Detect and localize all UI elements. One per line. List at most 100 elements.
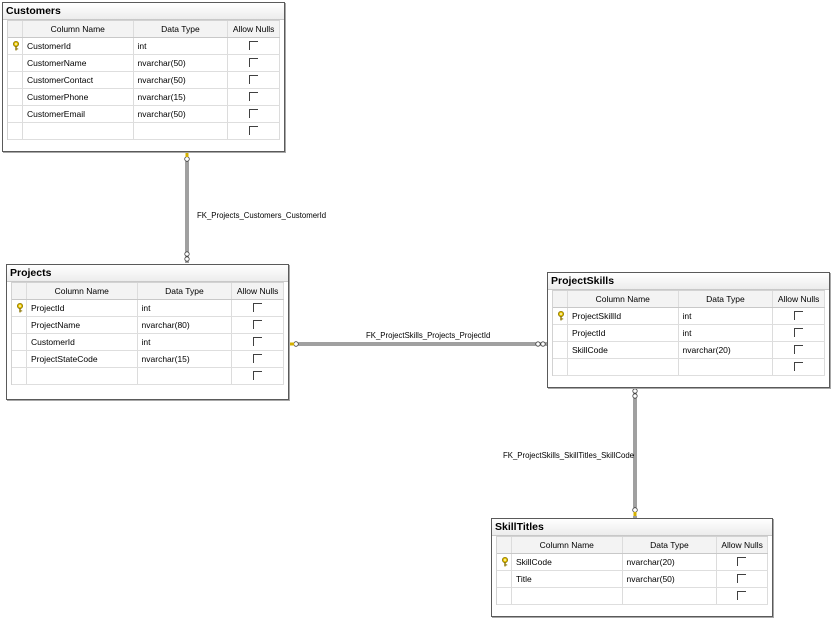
table-title[interactable]: ProjectSkills [548, 273, 829, 290]
row-selector[interactable] [12, 300, 27, 316]
relationship-line-fk2[interactable] [289, 341, 548, 347]
empty-column-row[interactable] [12, 368, 284, 385]
data-type-cell[interactable]: int [138, 334, 233, 350]
column-name-cell[interactable]: ProjectName [27, 317, 138, 333]
row-selector[interactable] [8, 106, 23, 122]
data-type-cell[interactable]: nvarchar(20) [623, 554, 718, 570]
data-type-cell[interactable]: nvarchar(50) [623, 571, 718, 587]
column-name-cell[interactable]: CustomerName [23, 55, 134, 71]
row-selector[interactable] [497, 571, 512, 587]
empty-column-row[interactable] [8, 123, 280, 140]
data-type-cell[interactable]: int [138, 300, 233, 316]
data-type-cell[interactable]: nvarchar(20) [679, 342, 774, 358]
row-selector[interactable] [12, 317, 27, 333]
column-name-cell[interactable] [23, 123, 134, 139]
row-selector[interactable] [8, 55, 23, 71]
column-name-cell[interactable] [512, 588, 623, 604]
data-type-cell[interactable]: nvarchar(15) [138, 351, 233, 367]
column-name-cell[interactable]: ProjectId [568, 325, 679, 341]
column-name-cell[interactable]: ProjectId [27, 300, 138, 316]
data-type-cell[interactable] [679, 359, 774, 375]
table-customers[interactable]: Customers Column Name Data Type Allow Nu… [2, 2, 285, 152]
allow-nulls-checkbox[interactable] [252, 320, 262, 329]
allow-nulls-checkbox[interactable] [793, 362, 803, 371]
row-selector[interactable] [12, 334, 27, 350]
relationship-line-fk1[interactable] [184, 152, 190, 263]
column-name-cell[interactable] [568, 359, 679, 375]
allow-nulls-checkbox[interactable] [252, 303, 262, 312]
empty-column-row[interactable] [497, 588, 769, 605]
column-name-cell[interactable]: ProjectStateCode [27, 351, 138, 367]
table-projects[interactable]: Projects Column Name Data Type Allow Nul… [6, 264, 289, 400]
row-selector[interactable] [8, 38, 23, 54]
table-projectskills[interactable]: ProjectSkills Column Name Data Type Allo… [547, 272, 830, 388]
allow-nulls-checkbox[interactable] [248, 41, 258, 50]
row-selector[interactable] [8, 89, 23, 105]
allow-nulls-checkbox[interactable] [793, 328, 803, 337]
column-name-cell[interactable]: Title [512, 571, 623, 587]
data-type-cell[interactable]: int [134, 38, 229, 54]
relationship-line-fk3[interactable] [632, 388, 638, 518]
row-selector[interactable] [497, 588, 512, 604]
allow-nulls-checkbox[interactable] [252, 354, 262, 363]
row-selector[interactable] [553, 342, 568, 358]
data-type-cell[interactable]: nvarchar(50) [134, 72, 229, 88]
table-title[interactable]: SkillTitles [492, 519, 772, 536]
column-name-cell[interactable] [27, 368, 138, 384]
allow-nulls-checkbox[interactable] [793, 311, 803, 320]
allow-nulls-checkbox[interactable] [248, 58, 258, 67]
allow-nulls-checkbox[interactable] [737, 557, 747, 566]
table-title[interactable]: Customers [3, 3, 284, 20]
allow-nulls-checkbox[interactable] [793, 345, 803, 354]
data-type-cell[interactable]: nvarchar(50) [134, 55, 229, 71]
allow-nulls-checkbox[interactable] [252, 337, 262, 346]
data-type-cell[interactable] [134, 123, 229, 139]
allow-nulls-checkbox[interactable] [248, 75, 258, 84]
column-name-cell[interactable]: ProjectSkillId [568, 308, 679, 324]
column-name-cell[interactable]: CustomerPhone [23, 89, 134, 105]
data-type-cell[interactable] [623, 588, 718, 604]
row-selector[interactable] [8, 72, 23, 88]
row-selector[interactable] [553, 308, 568, 324]
row-selector[interactable] [8, 123, 23, 139]
column-name-cell[interactable]: SkillCode [568, 342, 679, 358]
allow-nulls-checkbox[interactable] [737, 574, 747, 583]
row-selector[interactable] [12, 351, 27, 367]
row-selector[interactable] [497, 554, 512, 570]
row-selector[interactable] [553, 325, 568, 341]
column-name-cell[interactable]: CustomerContact [23, 72, 134, 88]
data-type-cell[interactable]: int [679, 308, 774, 324]
table-title[interactable]: Projects [7, 265, 288, 282]
allow-nulls-checkbox[interactable] [248, 126, 258, 135]
data-type-cell[interactable]: nvarchar(50) [134, 106, 229, 122]
column-name-cell[interactable]: CustomerEmail [23, 106, 134, 122]
allow-nulls-checkbox[interactable] [252, 371, 262, 380]
column-name-cell[interactable]: CustomerId [23, 38, 134, 54]
row-selector[interactable] [553, 359, 568, 375]
table-skilltitles[interactable]: SkillTitles Column Name Data Type Allow … [491, 518, 773, 617]
row-selector[interactable] [12, 368, 27, 384]
allow-nulls-checkbox[interactable] [737, 591, 747, 600]
allow-nulls-checkbox[interactable] [248, 109, 258, 118]
data-type-cell[interactable]: int [679, 325, 774, 341]
data-type-cell[interactable] [138, 368, 233, 384]
column-name-cell[interactable]: CustomerId [27, 334, 138, 350]
data-type-cell[interactable]: nvarchar(15) [134, 89, 229, 105]
column-name-cell[interactable]: SkillCode [512, 554, 623, 570]
data-type-cell[interactable]: nvarchar(80) [138, 317, 233, 333]
allow-nulls-checkbox[interactable] [248, 92, 258, 101]
empty-column-row[interactable] [553, 359, 825, 376]
